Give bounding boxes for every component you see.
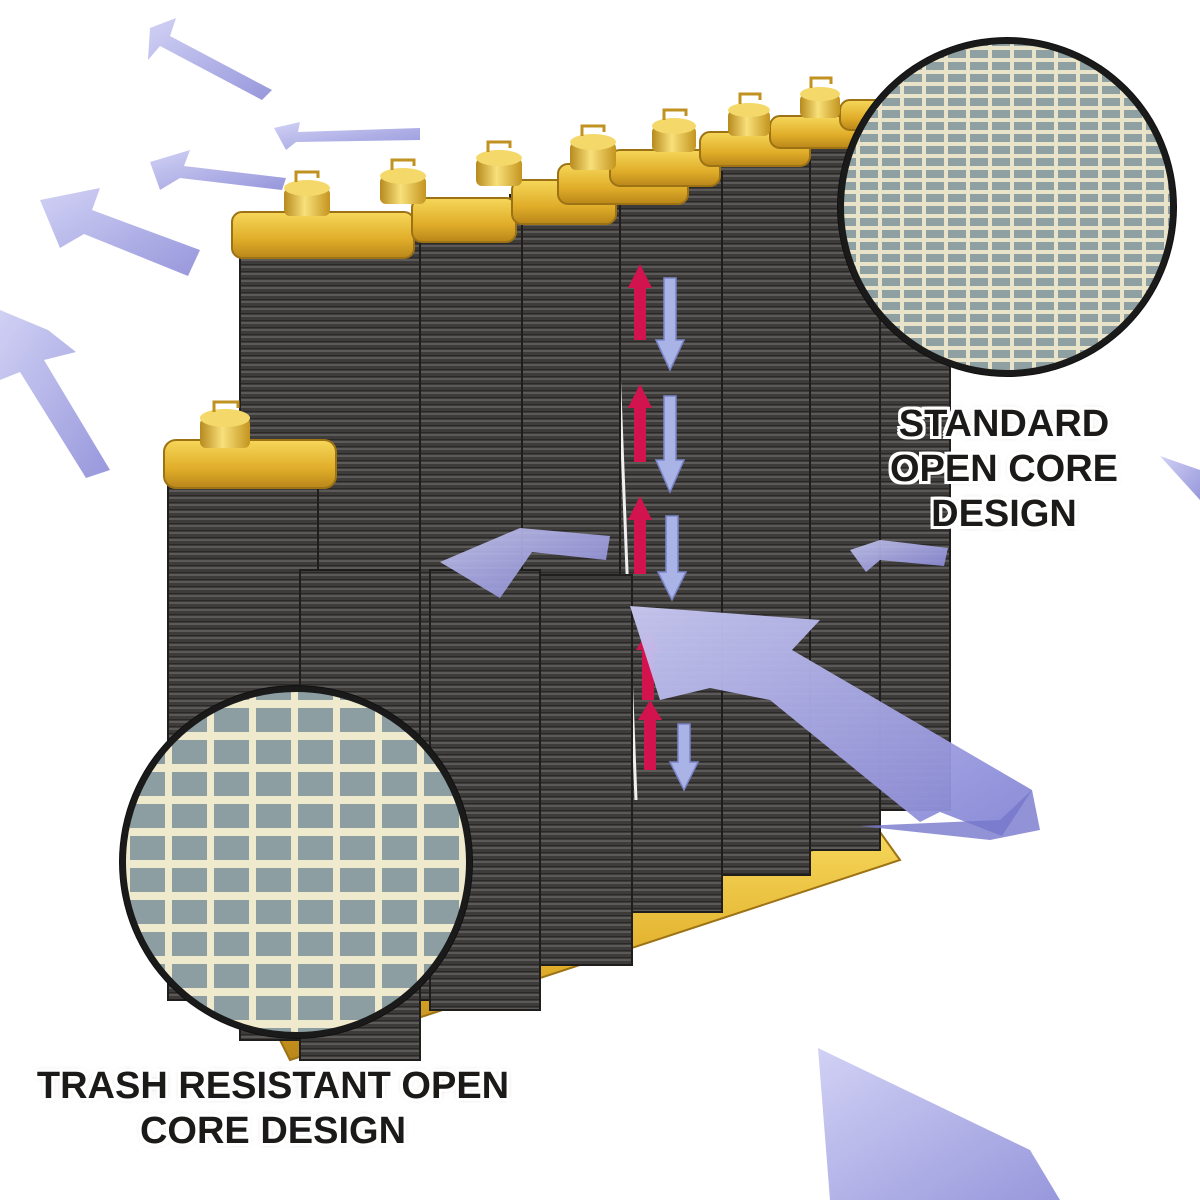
label-line: STANDARD	[898, 403, 1110, 445]
airflow-arrows-foreground	[440, 528, 1040, 840]
filler-cap-icon	[570, 124, 616, 170]
airflow-arrow-icon	[440, 528, 610, 598]
label-line: OPEN CORE	[889, 447, 1119, 490]
trash-resistant-open-core-design-label: TRASH RESISTANT OPEN CORE DESIGN	[18, 1064, 528, 1154]
airflow-arrow-icon	[850, 540, 948, 572]
airflow-arrow-icon	[818, 1048, 1060, 1200]
label-line: DESIGN	[931, 492, 1077, 535]
radiator-top-tanks	[163, 76, 941, 489]
airflow-arrow-icon	[148, 18, 272, 100]
airflow-arrow-icon	[860, 790, 1040, 840]
airflow-arrows-background	[0, 18, 1200, 1200]
airflow-arrow-icon	[40, 188, 200, 276]
filler-cap-icon	[728, 92, 770, 136]
filler-cap-icon	[652, 108, 696, 152]
filler-cap-icon	[380, 158, 426, 204]
airflow-arrow-icon	[0, 310, 110, 478]
filler-cap-icon	[476, 140, 522, 186]
label-line: CORE DESIGN	[139, 1109, 407, 1152]
filler-cap-icon	[800, 76, 840, 118]
airflow-arrow-icon	[1160, 456, 1200, 500]
standard-core-zoom-circle	[837, 37, 1177, 377]
label-line: TRASH RESISTANT OPEN	[36, 1065, 510, 1107]
airflow-arrow-icon	[630, 606, 1032, 836]
airflow-arrow-icon	[150, 150, 286, 190]
filler-cap-icon	[284, 170, 330, 216]
filler-cap-icon	[200, 400, 250, 448]
coolant-flow-arrows	[628, 264, 700, 792]
airflow-arrow-icon	[274, 122, 420, 150]
standard-open-core-design-label: STANDARD OPEN CORE DESIGN	[868, 402, 1140, 536]
trash-resistant-core-zoom-circle	[119, 685, 473, 1039]
coolant-down-arrow-icon	[654, 277, 700, 792]
